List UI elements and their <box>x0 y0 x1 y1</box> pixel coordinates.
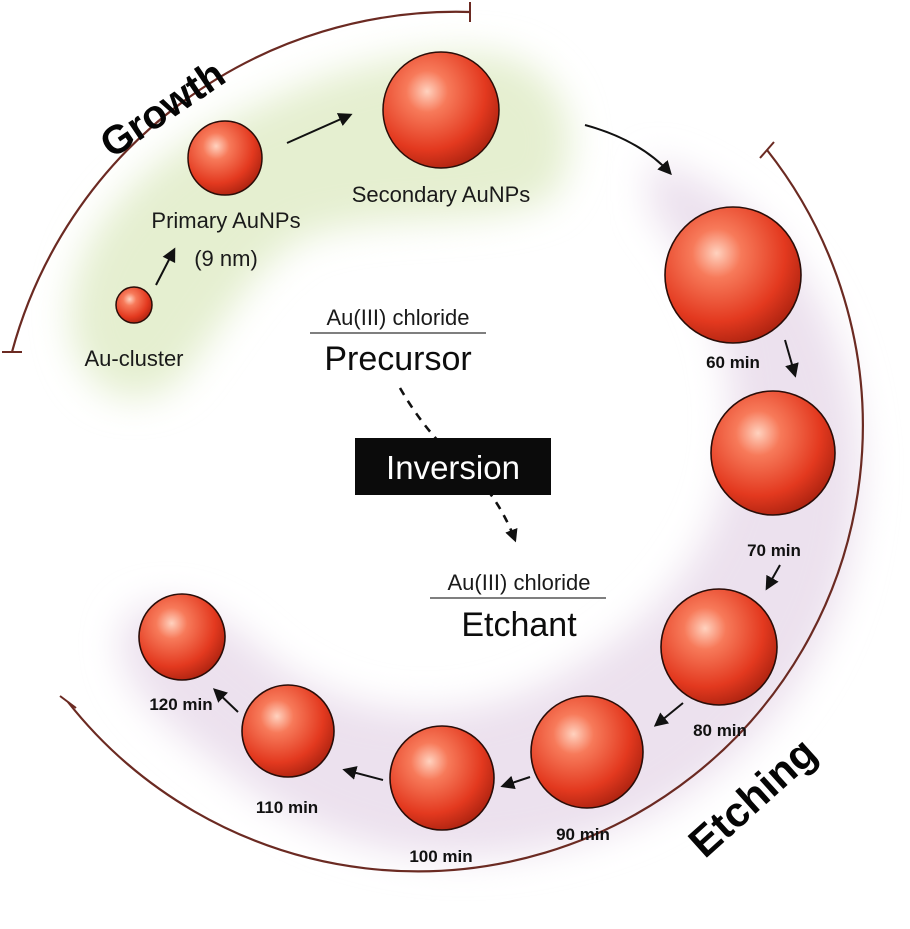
inversion-label: Inversion <box>386 449 520 486</box>
etchant-caption: Au(III) chloride <box>447 570 590 595</box>
time-label-90-min: 90 min <box>556 825 610 844</box>
primary-to-secondary-arrow <box>286 113 353 144</box>
time-label-80-min: 80 min <box>693 721 747 740</box>
particle-70-min <box>710 390 836 516</box>
precursor-title: Precursor <box>324 340 471 378</box>
secondary-aunp-particle <box>382 51 500 169</box>
etching-arc <box>59 141 864 873</box>
time-label-100-min: 100 min <box>409 847 472 866</box>
secondary-aunps-label: Secondary AuNPs <box>352 182 531 207</box>
particle-80-min <box>660 588 778 706</box>
time-label-120-min: 120 min <box>149 695 212 714</box>
precursor-caption: Au(III) chloride <box>326 305 469 330</box>
au-cluster-label: Au-cluster <box>84 346 183 371</box>
arrow-100-to-110 <box>342 766 384 781</box>
particle-110-min <box>241 684 335 778</box>
arrow-80-to-90 <box>653 702 684 727</box>
time-label-110-min: 110 min <box>256 798 318 817</box>
arrow-90-to-100 <box>500 775 531 790</box>
primary-aunps-label: Primary AuNPs <box>151 208 300 233</box>
secondary-to-etching-arrow <box>584 124 672 176</box>
particle-120-min <box>138 593 226 681</box>
etchant-title: Etchant <box>461 606 577 644</box>
cluster-to-primary-arrow <box>155 247 176 286</box>
primary-aunp-particle <box>187 120 263 196</box>
particle-60-min <box>664 206 802 344</box>
particle-90-min <box>530 695 644 809</box>
time-label-70-min: 70 min <box>747 541 801 560</box>
au-cluster-particle <box>115 286 153 324</box>
growth-arc <box>2 2 471 353</box>
arrow-70-to-80 <box>765 564 781 591</box>
particle-100-min <box>389 725 495 831</box>
arrow-60-to-70 <box>784 339 799 378</box>
primary-aunps-size: (9 nm) <box>194 246 258 271</box>
arrow-110-to-120 <box>212 688 239 713</box>
time-label-60-min: 60 min <box>706 353 760 372</box>
inversion-box <box>355 438 551 495</box>
